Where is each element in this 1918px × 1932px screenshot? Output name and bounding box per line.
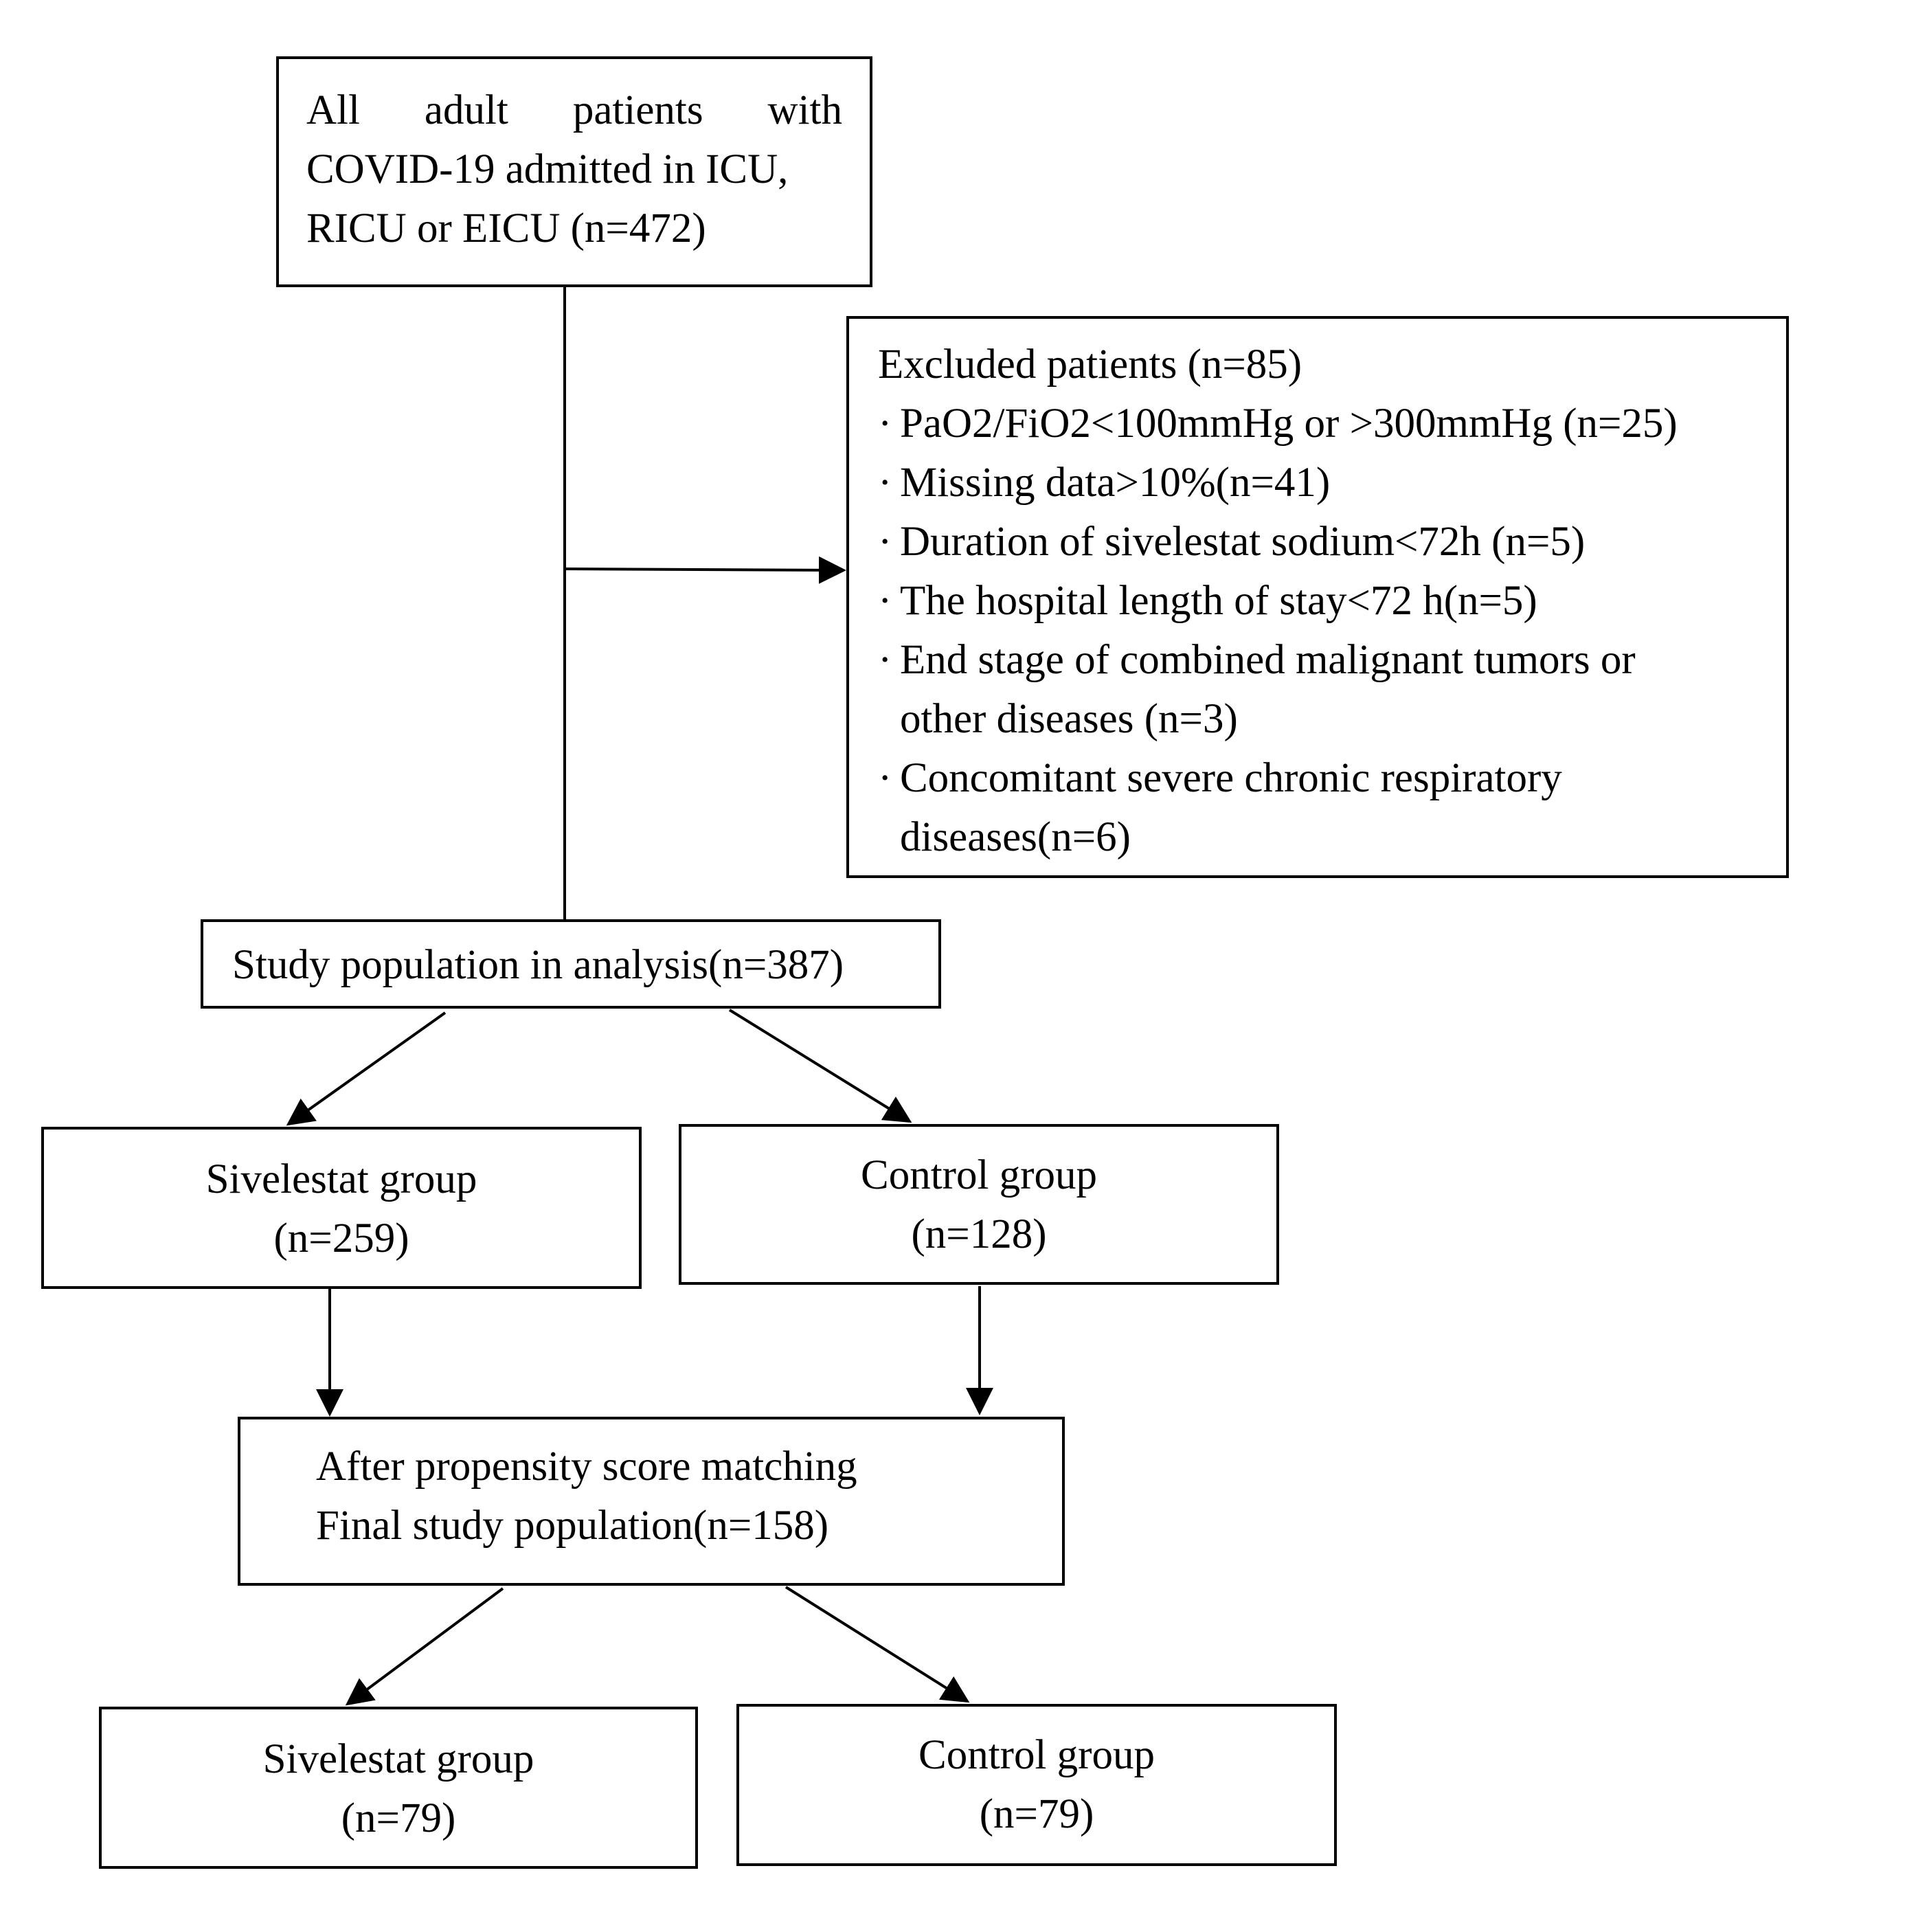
exclusion-item-continuation: other diseases (n=3) — [900, 696, 1238, 742]
exclusion-item-continuation: diseases(n=6) — [900, 814, 1131, 860]
sivelestat-group-name: Sivelestat group — [205, 1156, 477, 1202]
arrow-to-sivelestat-group — [286, 1011, 447, 1126]
arrow-to-matched-sivelestat — [345, 1587, 504, 1706]
bullet-icon: · — [878, 578, 892, 624]
exclusion-item-text: Missing data>10%(n=41) — [900, 460, 1331, 506]
exclusion-item: ·Duration of sivelestat sodium<72h (n=5) — [878, 513, 1786, 572]
matched-control-group-box: Control group (n=79) — [736, 1704, 1337, 1866]
exclusion-item-text: The hospital length of stay<72 h(n=5) — [900, 578, 1537, 624]
exclusion-item: ·The hospital length of stay<72 h(n=5) — [878, 572, 1786, 631]
excluded-title: Excluded patients (n=85) — [878, 341, 1302, 387]
arrow-to-matched-control — [785, 1586, 970, 1703]
exclusion-item-text: PaO2/FiO2<100mmHg or >300mmHg (n=25) — [900, 401, 1678, 447]
control-group-box: Control group (n=128) — [679, 1124, 1279, 1285]
sivelestat-group-box: Sivelestat group (n=259) — [41, 1127, 642, 1289]
exclusion-item-text: End stage of combined malignant tumors o… — [900, 637, 1636, 683]
exclusion-item-text: Duration of sivelestat sodium<72h (n=5) — [900, 519, 1586, 565]
arrow-to-control-group — [728, 1009, 912, 1123]
bullet-icon: · — [878, 401, 892, 447]
matched-sivelestat-group-name: Sivelestat group — [262, 1736, 534, 1782]
exclusion-item-text: Concomitant severe chronic respiratory — [900, 755, 1562, 801]
all-patients-box: All adult patients with COVID-19 admitte… — [276, 56, 872, 287]
exclusion-item: ·PaO2/FiO2<100mmHg or >300mmHg (n=25) — [878, 394, 1786, 453]
study-population-label: Study population in analysis(n=387) — [232, 942, 844, 988]
all-patients-line-2: COVID-19 admitted in ICU, — [306, 146, 789, 192]
matched-sivelestat-group-count: (n=79) — [341, 1795, 456, 1841]
study-population-box: Study population in analysis(n=387) — [201, 919, 941, 1009]
control-group-name: Control group — [861, 1152, 1097, 1198]
bullet-icon: · — [878, 637, 892, 683]
excluded-patients-box: Excluded patients (n=85) ·PaO2/FiO2<100m… — [846, 316, 1789, 878]
psm-line-2: Final study population(n=158) — [316, 1503, 829, 1549]
bullet-icon: · — [878, 460, 892, 506]
exclusion-item: ·Missing data>10%(n=41) — [878, 453, 1786, 513]
bullet-icon: · — [878, 519, 892, 565]
sivelestat-group-count: (n=259) — [273, 1215, 409, 1261]
matched-control-group-count: (n=79) — [979, 1791, 1094, 1837]
control-group-count: (n=128) — [911, 1211, 1047, 1257]
exclusion-arrow — [565, 556, 846, 584]
all-patients-line-1: All adult patients with — [306, 87, 842, 133]
bullet-icon: · — [878, 755, 892, 801]
matched-control-group-name: Control group — [918, 1732, 1155, 1778]
psm-line-1: After propensity score matching — [316, 1444, 857, 1490]
exclusion-item: ·End stage of combined malignant tumors … — [878, 631, 1786, 690]
exclusion-item: ·Concomitant severe chronic respiratory — [878, 749, 1786, 808]
matched-sivelestat-group-box: Sivelestat group (n=79) — [99, 1707, 698, 1869]
propensity-score-matching-box: After propensity score matching Final st… — [238, 1417, 1065, 1586]
all-patients-line-3: RICU or EICU (n=472) — [306, 205, 706, 251]
